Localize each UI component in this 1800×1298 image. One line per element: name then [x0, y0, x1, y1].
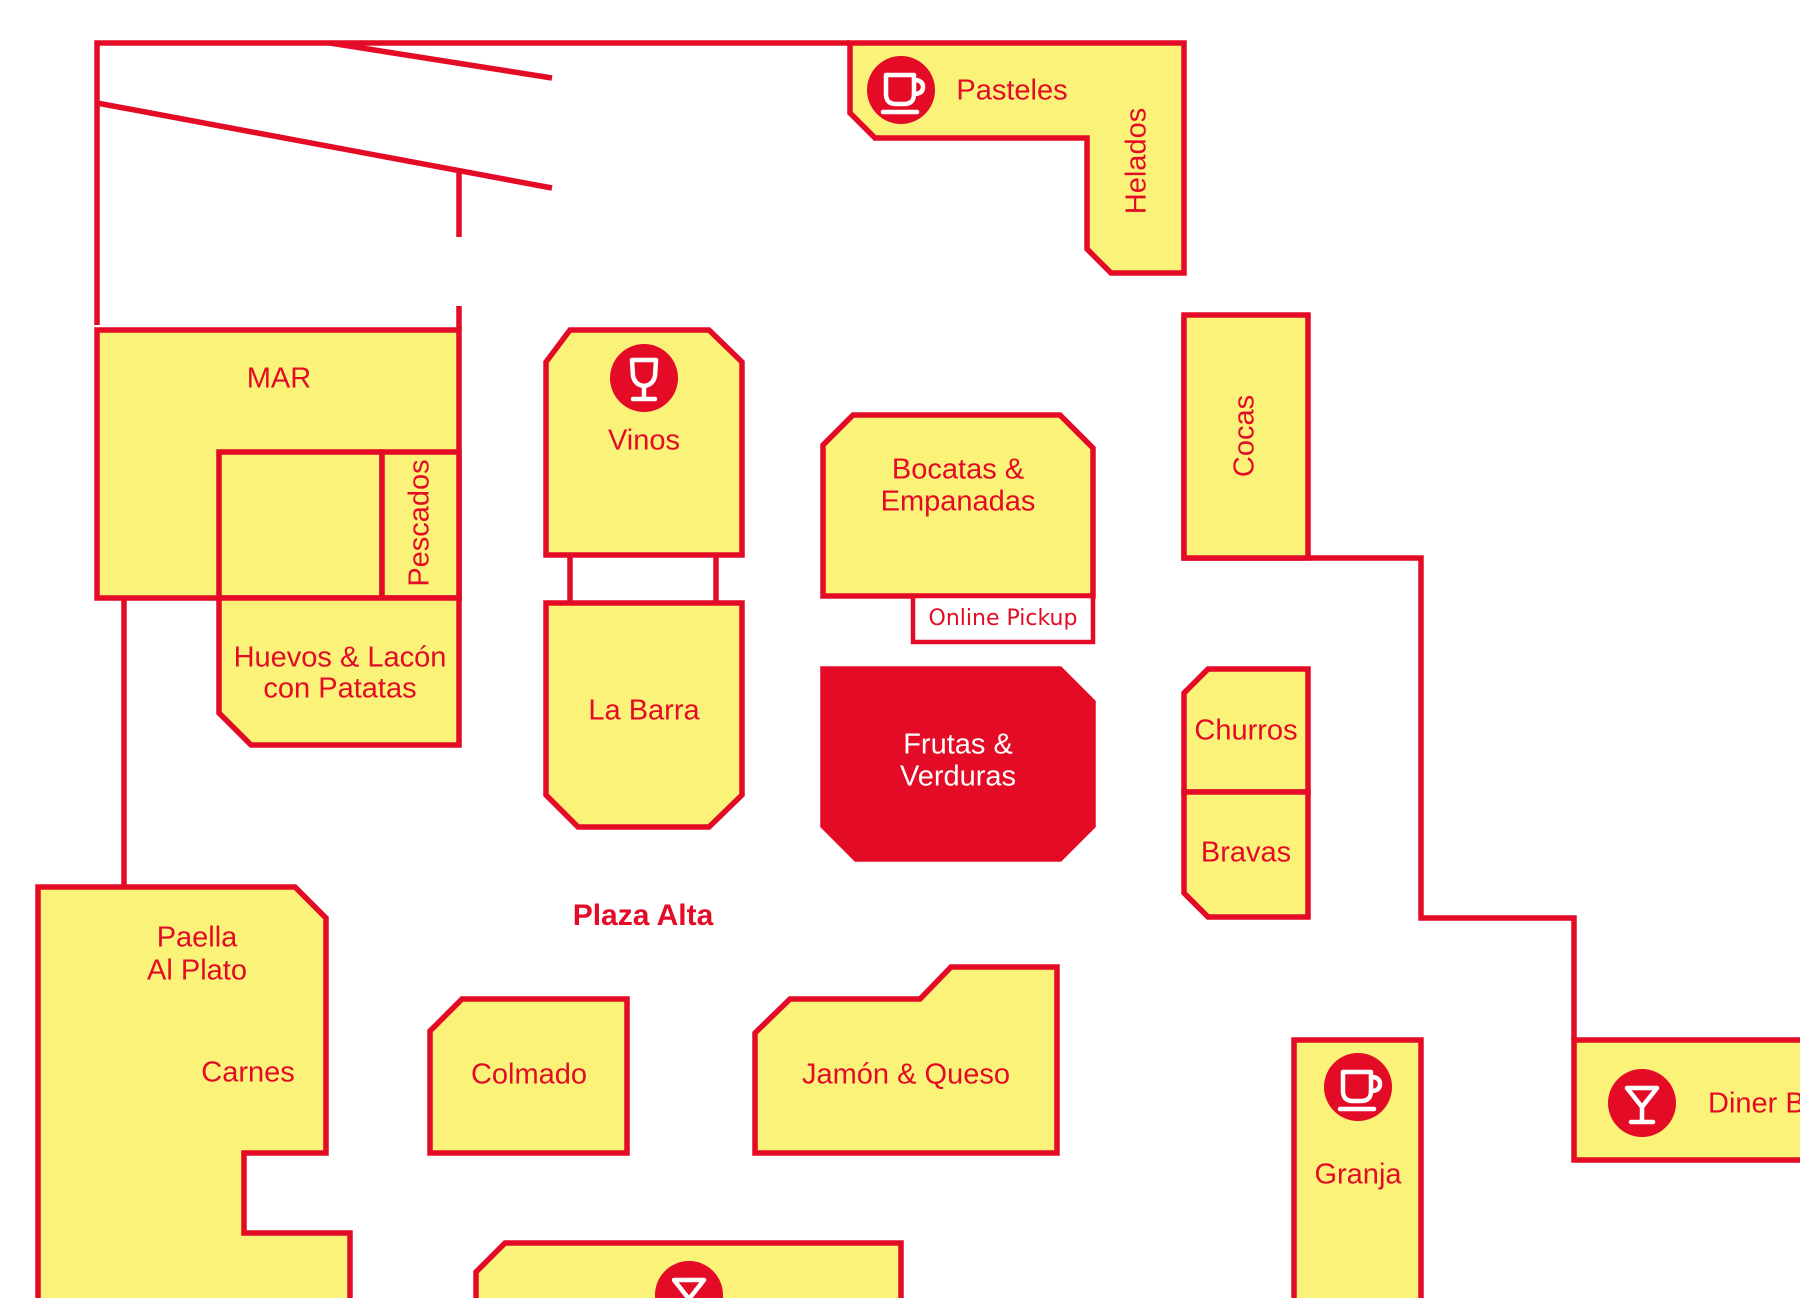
stall-paella-carnes[interactable]: [35, 884, 353, 1298]
stall-label-paella-line2: Al Plato: [147, 955, 247, 987]
cocktail-glass-icon: [1608, 1069, 1676, 1137]
stall-label-frutas-line1: Frutas &: [903, 729, 1013, 761]
stall-mar[interactable]: [94, 327, 462, 601]
cup-icon: [1324, 1053, 1392, 1121]
stall-label-mar: MAR: [247, 363, 311, 395]
stall-label-jamon-queso: Jamón & Queso: [802, 1059, 1010, 1091]
stall-label-cocas: Cocas: [1229, 395, 1261, 477]
stall-cocas[interactable]: [1181, 312, 1311, 561]
stall-label-bocatas-line1: Bocatas &: [892, 454, 1024, 486]
wine-glass-icon: [610, 344, 678, 412]
cocktail-glass-icon: [655, 1261, 723, 1298]
area-label-plaza-alta: Plaza Alta: [573, 899, 714, 932]
stall-label-pescados: Pescados: [404, 459, 436, 586]
passage-vinos-barra: [567, 555, 719, 603]
stall-label-vinos: Vinos: [608, 425, 680, 457]
stall-bravas[interactable]: [1181, 789, 1311, 920]
online-pickup-point[interactable]: [910, 593, 1096, 645]
stall-label-carnes: Carnes: [201, 1057, 295, 1089]
cup-icon: [867, 56, 935, 124]
stall-label-bocatas-line2: Empanadas: [881, 486, 1036, 518]
stall-label-paella-line1: Paella: [157, 922, 238, 954]
stall-label-huevos-line1: Huevos & Lacón: [234, 642, 447, 674]
stall-label-la-barra: La Barra: [588, 695, 700, 727]
stall-label-granja: Granja: [1314, 1159, 1402, 1191]
stall-vinos[interactable]: [543, 327, 745, 558]
stall-la-barra[interactable]: [543, 600, 745, 830]
stall-label-huevos-line2: con Patatas: [263, 673, 416, 705]
stall-jamon-queso[interactable]: [752, 964, 1060, 1156]
stall-label-colmado: Colmado: [471, 1059, 587, 1091]
stall-pasteles-helados[interactable]: [847, 40, 1187, 276]
stall-huevos[interactable]: [216, 595, 462, 748]
stall-label-helados: Helados: [1121, 108, 1153, 214]
stall-frutas-highlighted[interactable]: [820, 666, 1096, 862]
stall-colmado[interactable]: [427, 996, 630, 1156]
stall-label-frutas-line2: Verduras: [900, 761, 1016, 793]
online-pickup-label: Online Pickup: [929, 606, 1078, 631]
stall-label-pasteles: Pasteles: [956, 75, 1067, 107]
stall-label-churros: Churros: [1194, 715, 1297, 747]
stall-label-diner-bar: Diner B: [1708, 1088, 1800, 1120]
stall-label-bravas: Bravas: [1201, 837, 1291, 869]
